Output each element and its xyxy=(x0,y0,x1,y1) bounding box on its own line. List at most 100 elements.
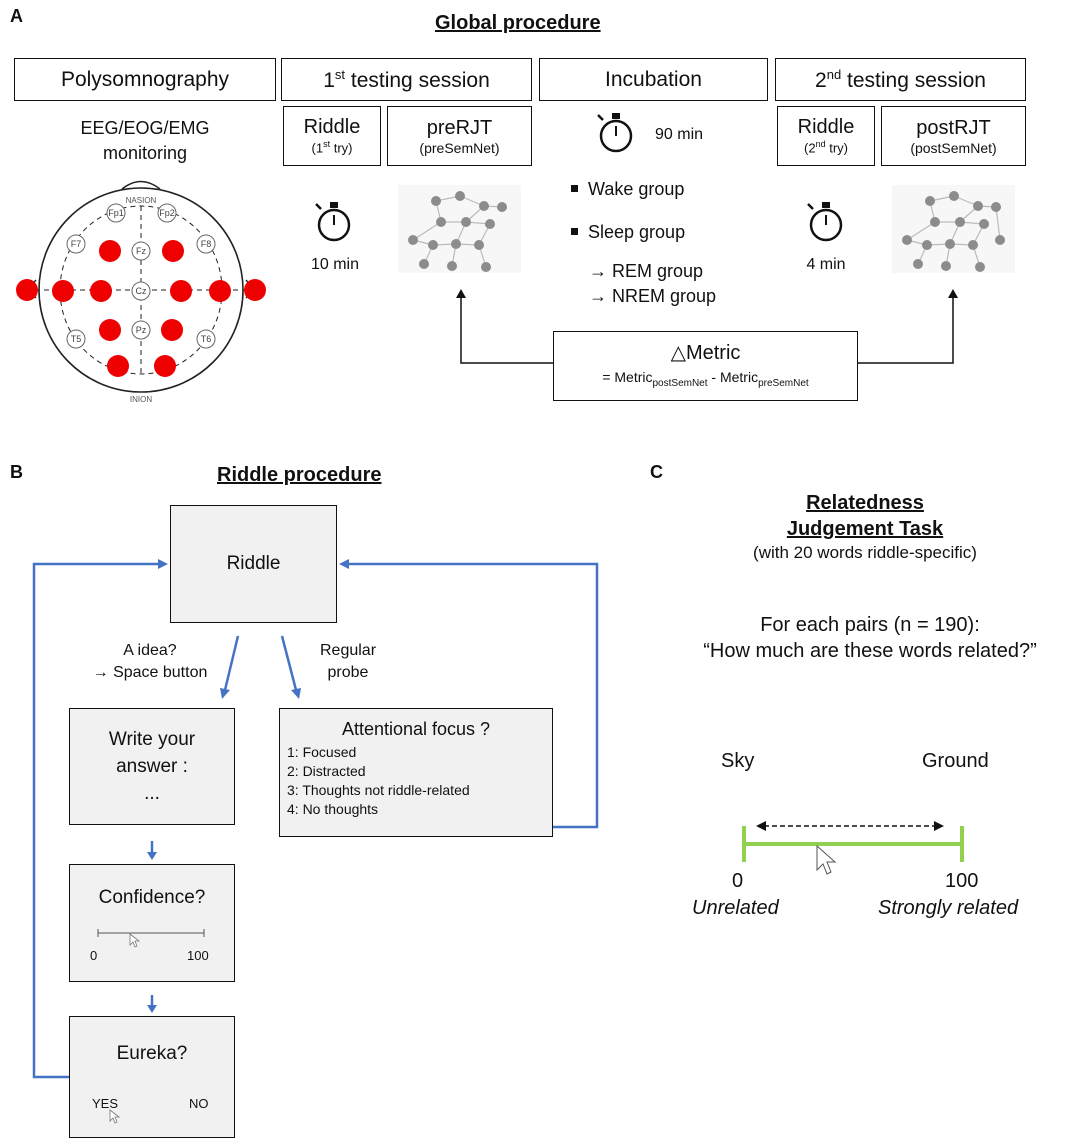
panel-a-letter: A xyxy=(10,6,23,26)
confidence-slider xyxy=(97,929,205,937)
arrow-head xyxy=(934,821,944,831)
riddle2-box: Riddle (2nd try) xyxy=(777,106,875,166)
panel-b-title: Riddle procedure xyxy=(217,464,382,486)
red-electrode xyxy=(209,280,231,302)
arrow-head xyxy=(948,289,958,298)
red-electrode xyxy=(52,280,74,302)
red-electrode xyxy=(90,280,112,302)
idea-label: A idea? → Space button xyxy=(92,642,208,681)
nasion-label: NASION xyxy=(126,196,157,205)
stopwatch-icon xyxy=(315,202,351,242)
red-electrode xyxy=(170,280,192,302)
eureka-yes: YES xyxy=(92,1096,119,1111)
delta-metric-equation: = MetricpostSemNet - MetricpreSemNet xyxy=(602,368,809,389)
postrjt-title: postRJT xyxy=(916,116,991,139)
timer2-label: 4 min xyxy=(806,256,846,273)
red-electrode xyxy=(107,355,129,377)
riddle2-title: Riddle xyxy=(797,116,855,139)
probe-label: Regular probe xyxy=(319,642,377,681)
delta-metric-title: △Metric xyxy=(670,341,741,364)
electrode-t5 xyxy=(66,329,86,349)
electrode-fp2-label: Fp2 xyxy=(159,208,175,218)
attentional-focus-box: Attentional focus ? 1: Focused 2: Distra… xyxy=(279,708,553,837)
electrode-fz-label: Fz xyxy=(136,246,146,256)
session2-label: 2nd testing session xyxy=(815,66,986,92)
delta-metric-arrows xyxy=(460,296,954,364)
scale-min: 0 xyxy=(732,870,744,892)
rjt-subtitle: (with 20 words riddle-specific) xyxy=(753,543,977,562)
network-graph-icon xyxy=(398,185,521,273)
rjt-title-line2: Judgement Task xyxy=(786,518,944,540)
eureka-title: Eureka? xyxy=(116,1043,188,1064)
stopwatch-icon xyxy=(807,202,843,242)
eeg-monitoring-label: EEG/EOG/EMG monitoring xyxy=(80,118,210,163)
riddle-box-label: Riddle xyxy=(226,553,281,574)
electrode-fp1-label: Fp1 xyxy=(108,208,124,218)
rjt-question-line2: “How much are these words related?” xyxy=(703,640,1037,662)
scale-min-label: Unrelated xyxy=(692,897,779,919)
delta-metric-box: △Metric = MetricpostSemNet - MetricpreSe… xyxy=(553,331,858,401)
attentional-option: 2: Distracted xyxy=(287,763,366,779)
confidence-max: 100 xyxy=(187,948,209,963)
scale-max-label: Strongly related xyxy=(878,897,1019,919)
postrjt-box: postRJT (postSemNet) xyxy=(881,106,1026,166)
attentional-option: 3: Thoughts not riddle-related xyxy=(287,782,470,798)
rjt-question-line1: For each pairs (n = 190): xyxy=(760,614,980,636)
write-answer-line2: answer : xyxy=(116,756,188,777)
red-electrodes xyxy=(16,240,266,377)
session2-header: 2nd testing session xyxy=(775,58,1026,101)
relatedness-scale xyxy=(742,826,964,862)
confidence-min: 0 xyxy=(90,948,98,963)
rem-group-label: → REM group xyxy=(589,261,704,281)
prerjt-title: preRJT xyxy=(426,116,493,139)
arrow-head xyxy=(456,289,466,298)
riddle2-sub: (2nd try) xyxy=(804,139,848,156)
riddle1-sub: (1st try) xyxy=(311,139,353,156)
eureka-box: Eureka? YES NO xyxy=(69,1016,235,1138)
mouse-cursor-icon xyxy=(816,844,837,875)
electrode-t5-label: T5 xyxy=(71,334,82,344)
nrem-group-label: → NREM group xyxy=(589,286,717,306)
panel-b-letter: B xyxy=(10,462,23,482)
mouse-cursor-icon xyxy=(129,933,141,948)
timer1-label: 10 min xyxy=(310,256,360,273)
polysomnography-label: Polysomnography xyxy=(60,67,230,91)
prerjt-box: preRJT (preSemNet) xyxy=(387,106,532,166)
scale-max: 100 xyxy=(945,870,979,892)
incubation-label: Incubation xyxy=(605,67,702,91)
red-electrode xyxy=(244,279,266,301)
electrode-t6 xyxy=(196,329,216,349)
network-graph-icon xyxy=(892,185,1015,273)
red-electrode xyxy=(16,279,38,301)
attentional-options: 1: Focused 2: Distracted 3: Thoughts not… xyxy=(287,743,552,819)
inion-label: INION xyxy=(130,395,152,404)
flow-arrow-heads xyxy=(147,559,349,1013)
write-answer-line1: Write your xyxy=(108,729,196,750)
postrjt-sub: (postSemNet) xyxy=(910,139,997,156)
eureka-no: NO xyxy=(189,1096,209,1111)
electrode-pz-label: Pz xyxy=(136,325,147,335)
wake-group-label: Wake group xyxy=(571,179,684,200)
arrow-head xyxy=(756,821,766,831)
panel-c-letter: C xyxy=(650,462,663,482)
red-electrode xyxy=(99,319,121,341)
stopwatch-icon xyxy=(597,113,633,153)
electrode-fp1 xyxy=(106,203,126,223)
panel-a-title: Global procedure xyxy=(435,12,601,34)
electrode-fp2 xyxy=(157,203,177,223)
electrode-f8 xyxy=(196,234,216,254)
electrode-pz xyxy=(131,320,151,340)
attentional-focus-title: Attentional focus ? xyxy=(341,719,491,739)
session1-label: 1st testing session xyxy=(323,66,490,92)
red-electrode xyxy=(154,355,176,377)
confidence-title: Confidence? xyxy=(98,887,206,908)
write-answer-box: Write your answer : ... xyxy=(69,708,235,825)
red-electrode xyxy=(161,319,183,341)
electrode-f7 xyxy=(66,234,86,254)
attentional-option: 4: No thoughts xyxy=(287,801,379,817)
riddle-box: Riddle xyxy=(170,505,337,623)
rjt-question: For each pairs (n = 190): “How much are … xyxy=(670,612,1070,664)
prerjt-sub: (preSemNet) xyxy=(419,139,500,156)
